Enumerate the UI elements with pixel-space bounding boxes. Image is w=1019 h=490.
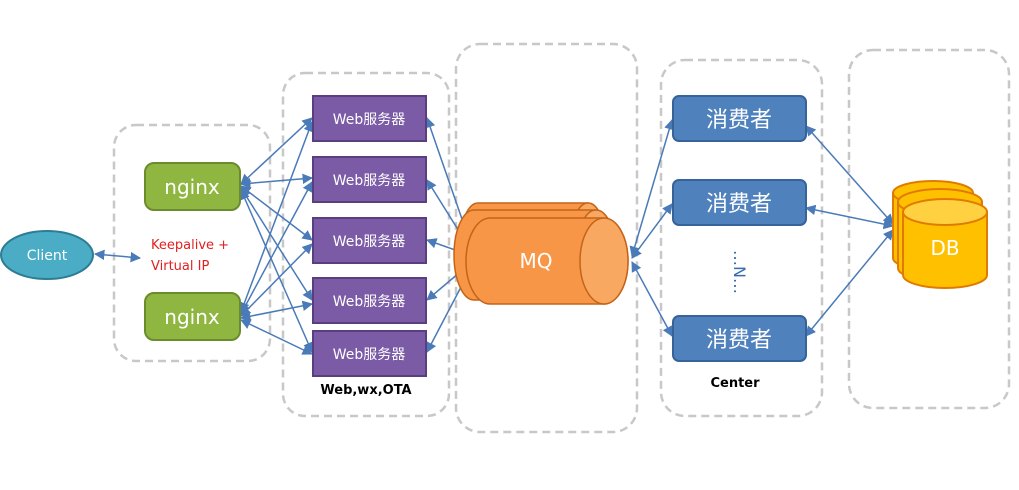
client-node: Client (0, 230, 94, 280)
arrow-client-lb (93, 249, 142, 263)
arrow-nginx1-web5 (239, 189, 314, 353)
consumer-label-3: 消费者 (706, 328, 772, 353)
db-label: DB (930, 236, 959, 260)
nginx-box-2 (144, 292, 241, 341)
client-label: Client (27, 248, 68, 264)
consumer-box-1 (672, 95, 807, 142)
nginx-node-1: nginx (144, 162, 241, 211)
nginx-label-2: nginx (164, 305, 220, 329)
web-group-caption: Web,wx,OTA (320, 383, 411, 398)
nginx-label-1: nginx (164, 175, 220, 199)
arrow-nginx2-web3 (240, 243, 313, 317)
arrow-nginx2-web5 (240, 319, 313, 355)
web-server-4: Web服务器 (312, 277, 427, 324)
arrow-mq-consumer2 (631, 203, 673, 259)
mq-label: MQ (520, 249, 553, 273)
consumer-label-1: 消费者 (706, 108, 772, 133)
web-server-box-3 (312, 217, 427, 264)
web-server-3: Web服务器 (312, 217, 427, 264)
web-server-label-5: Web服务器 (333, 347, 406, 363)
web-server-2: Web服务器 (312, 156, 427, 203)
arrow-consumer2-db (804, 204, 895, 230)
db-group (847, 48, 1011, 410)
center-group-caption: Center (710, 376, 760, 391)
consumer-label-2: 消费者 (706, 192, 772, 217)
consumer-box-2 (672, 179, 807, 226)
mq-cylinder-front (465, 217, 629, 305)
web-server-box-1 (312, 95, 427, 142)
web-server-1: Web服务器 (312, 95, 427, 142)
web-server-label-3: Web服务器 (333, 234, 406, 250)
web-server-5: Web服务器 (312, 330, 427, 377)
client-ellipse (0, 230, 94, 280)
connection-arrows (93, 117, 895, 355)
web-server-box-5 (312, 330, 427, 377)
arrow-nginx1-web2 (239, 173, 314, 189)
web-server-label-4: Web服务器 (333, 294, 406, 310)
lb-group (112, 123, 272, 363)
keepalive-note-line2: Virtual IP (151, 259, 209, 274)
nginx-node-2: nginx (144, 292, 241, 341)
web-server-label-1: Web服务器 (333, 112, 406, 128)
consumer-3: 消费者 (672, 315, 807, 362)
consumer-1: 消费者 (672, 95, 807, 142)
consumer-ellipsis: …N… (730, 250, 749, 294)
nginx-box-1 (144, 162, 241, 211)
arrow-mq-consumer3 (631, 261, 673, 337)
web-server-label-2: Web服务器 (333, 173, 406, 189)
arrow-nginx2-web4 (239, 300, 314, 322)
arrow-consumer3-db (805, 229, 894, 337)
db-node: DB (892, 180, 988, 289)
consumer-box-3 (672, 315, 807, 362)
db-cylinder-front (902, 198, 988, 289)
arrow-nginx2-web2 (240, 181, 313, 315)
mq-node: MQ (453, 202, 629, 305)
web-server-box-2 (312, 156, 427, 203)
keepalive-note-line1: Keepalive + (151, 238, 229, 253)
consumer-2: 消费者 (672, 179, 807, 226)
web-server-box-4 (312, 277, 427, 324)
